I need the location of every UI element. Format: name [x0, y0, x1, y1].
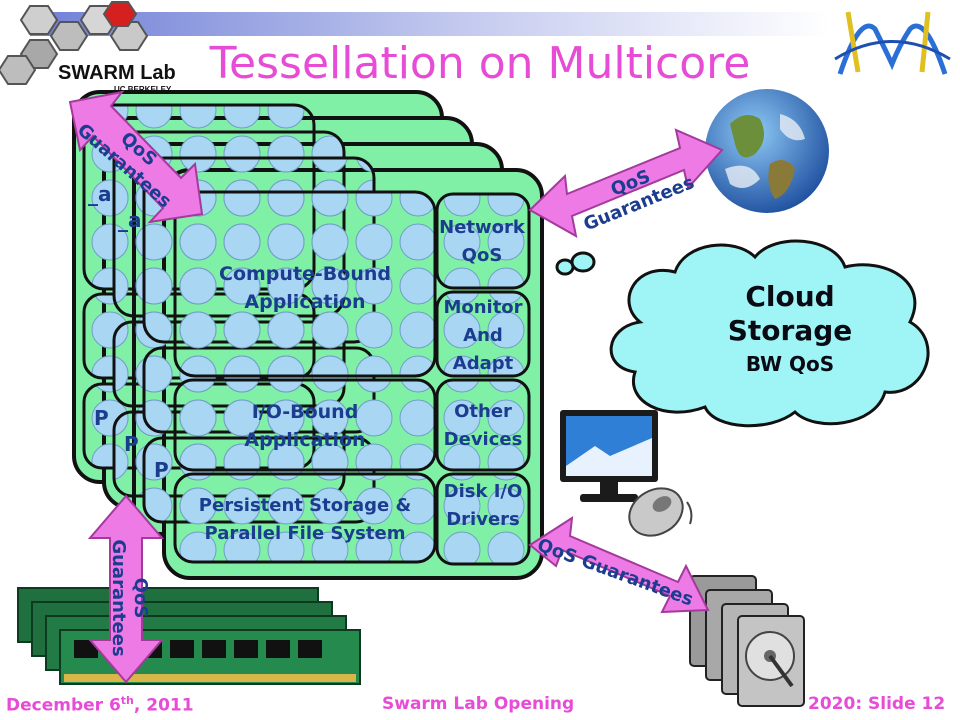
other-devices-label: Other Devices [443, 401, 523, 450]
qos-arrow-top-left [68, 90, 204, 224]
io-bound-app-label: I/O-Bound Application [244, 401, 366, 451]
hard-drives-icon [689, 575, 805, 707]
disk-io-drivers-label: Disk I/O Drivers [443, 481, 523, 530]
monitor-adapt-label: Monitor And Adapt [443, 297, 523, 374]
bridge-logo-icon [834, 11, 951, 75]
cloud-bw-qos: BW QoS [745, 352, 835, 376]
qos-arrow-bottom-left [87, 494, 165, 684]
footer-date-year: , 2011 [133, 695, 194, 716]
logo-subtext: UC BERKELEY [114, 85, 172, 94]
back-panel-label: P [94, 406, 109, 430]
cloud-storage-shape [555, 239, 930, 428]
compute-bound-app-label: Compute-Bound Application [219, 263, 391, 313]
storage-label: Persistent Storage & Parallel File Syste… [198, 495, 412, 544]
header-band [30, 12, 830, 36]
swarm-lab-logo [0, 0, 149, 85]
qos-arrow-bottom-right [528, 516, 710, 614]
qos-arrow-top-right [528, 128, 724, 238]
network-qos-label: Network QoS [439, 217, 525, 266]
back-panel-label: _a [118, 208, 142, 232]
back-panel-label: P [154, 458, 169, 482]
footer-date-suffix: th [120, 694, 134, 707]
page-title: Tessellation on Multicore [209, 38, 751, 89]
mouse-icon [628, 487, 693, 537]
footer-slide-number: 2020: Slide 12 [808, 694, 946, 714]
earth-globe-icon [705, 89, 829, 213]
qos-label-bottom-left: QoS Guarantees [108, 539, 151, 657]
back-panel-label: P [124, 432, 139, 456]
cloud-storage-title: Cloud Storage [727, 280, 853, 347]
footer-date: December 6th, 2011 [6, 694, 194, 716]
footer-date-main: December 6 [6, 695, 121, 716]
footer-center: Swarm Lab Opening [382, 694, 575, 714]
desktop-monitor-icon [560, 410, 658, 502]
logo-text: SWARM Lab [58, 62, 176, 84]
back-panel-label: _a [88, 182, 112, 206]
